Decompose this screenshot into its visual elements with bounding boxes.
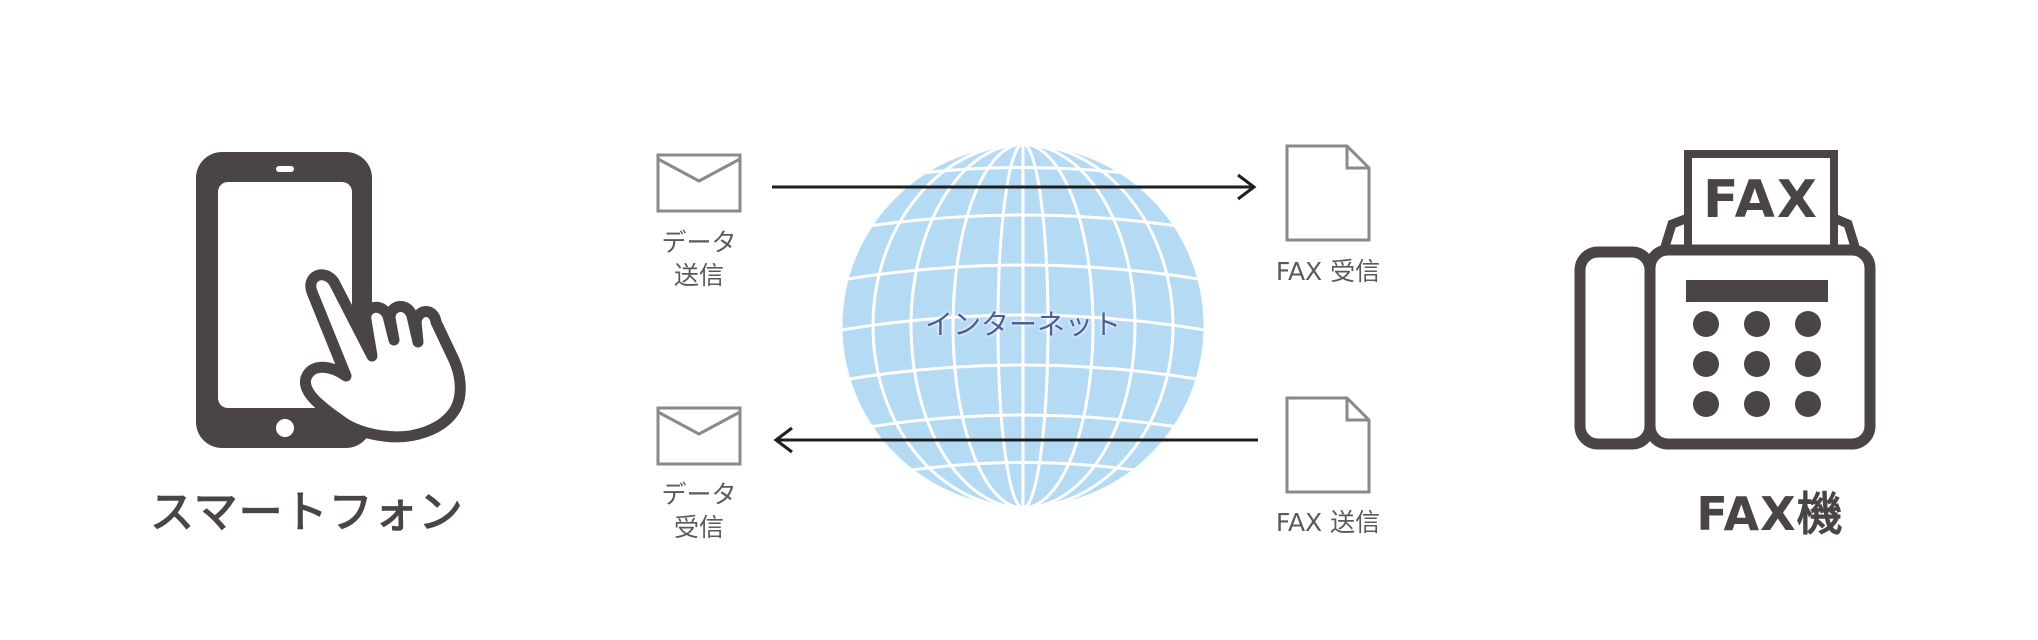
- globe-icon: [841, 144, 1205, 508]
- data-receive-label-line1: データ: [661, 480, 737, 509]
- fax-receive-label: FAX 受信: [1275, 257, 1381, 286]
- data-send-label-line2: 送信: [673, 261, 724, 290]
- fax-title: FAX機: [1696, 487, 1844, 541]
- arrow-left-bottom: [773, 426, 1258, 454]
- data-send-label-line1: データ: [661, 228, 737, 257]
- arrow-right-top: [772, 173, 1257, 201]
- fax-paper-text: FAX: [1703, 170, 1819, 230]
- hand-pointer-icon: [300, 269, 466, 443]
- envelope-send-icon: [656, 153, 742, 213]
- internet-label: インターネット: [924, 308, 1121, 341]
- document-receive-icon: [1285, 144, 1371, 242]
- data-send-label: データ 送信: [640, 226, 758, 292]
- data-receive-label-line2: 受信: [673, 513, 724, 542]
- fax-send-label: FAX 送信: [1275, 508, 1381, 537]
- smartphone-title: スマートフォン: [150, 487, 464, 538]
- fax-machine-icon: [1574, 150, 1876, 450]
- data-receive-label: データ 受信: [640, 478, 758, 544]
- envelope-receive-icon: [656, 406, 742, 466]
- document-send-icon: [1285, 396, 1371, 494]
